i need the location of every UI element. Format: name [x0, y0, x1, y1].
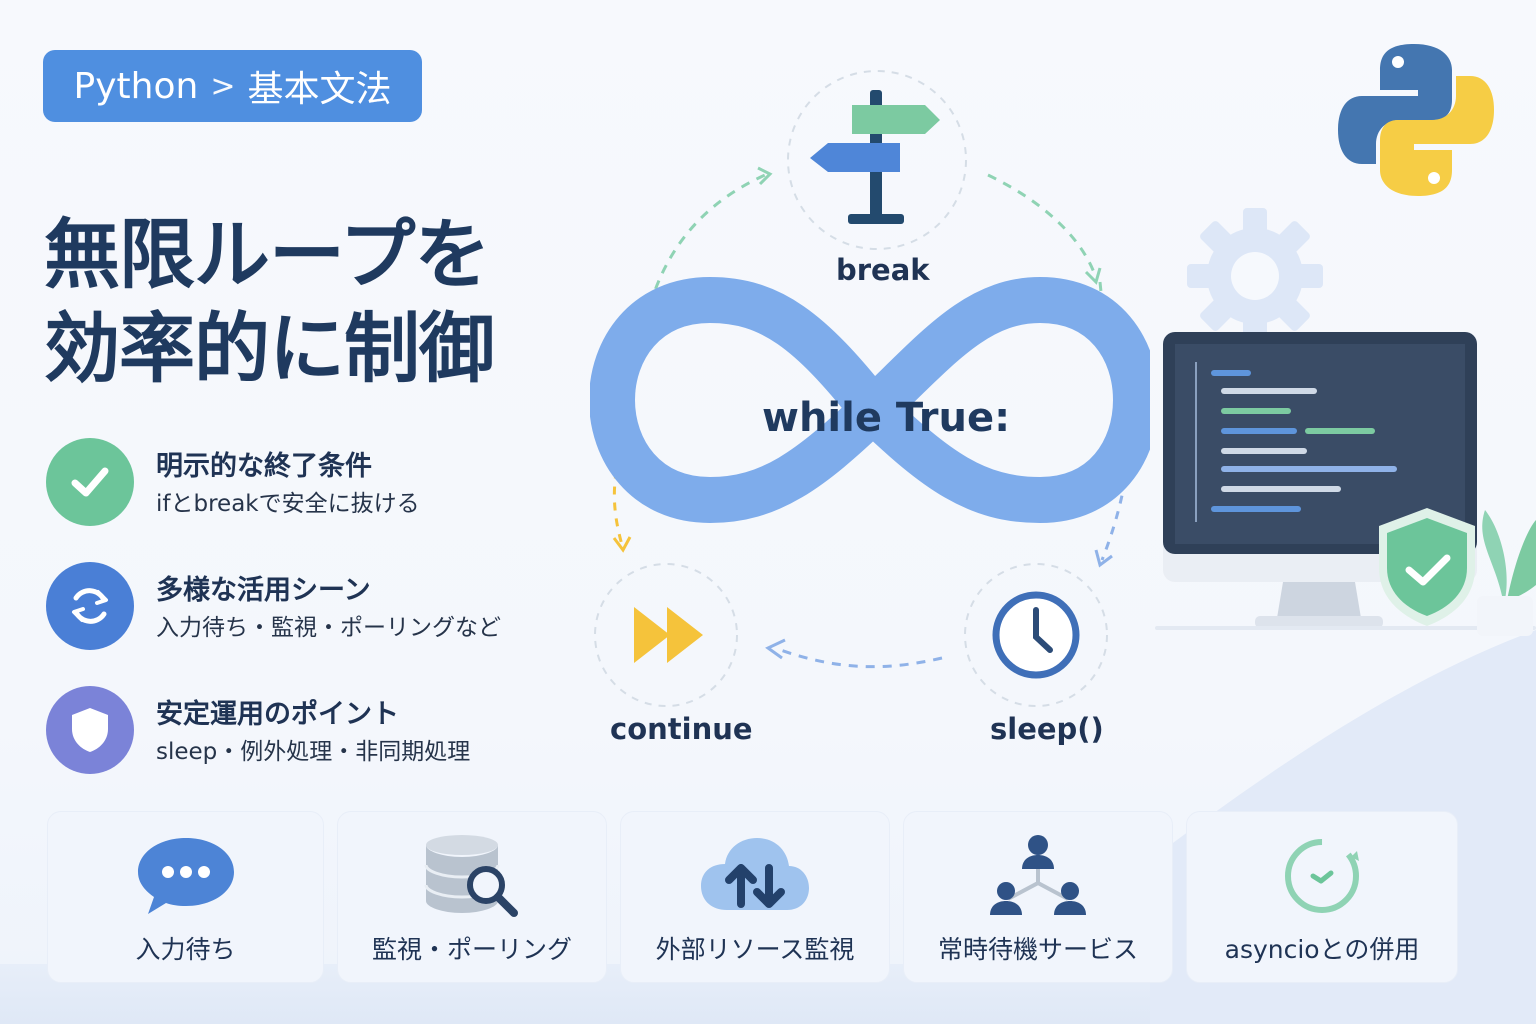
refresh-icon — [46, 562, 134, 650]
shield-icon — [46, 686, 134, 774]
python-logo-icon — [1338, 44, 1494, 196]
cloud-sync-icon — [621, 830, 889, 922]
card-label: 監視・ポーリング — [371, 935, 572, 964]
usecase-card-external-resource[interactable]: 外部リソース監視 — [620, 811, 890, 983]
fast-forward-icon — [634, 607, 703, 663]
loop-diagram — [590, 70, 1150, 707]
card-label: 外部リソース監視 — [655, 935, 855, 964]
feature-title: 多様な活用シーン — [156, 575, 371, 606]
feature-exit-condition: 明示的な終了条件 ifとbreakで安全に抜ける — [46, 438, 566, 528]
breadcrumb-separator: > — [210, 68, 236, 104]
feature-use-cases: 多様な活用シーン 入力待ち・監視・ポーリングなど — [46, 562, 566, 652]
feature-subtitle: sleep・例外処理・非同期処理 — [156, 739, 471, 765]
check-icon — [46, 438, 134, 526]
usecase-card-asyncio[interactable]: asyncioとの併用 — [1186, 811, 1458, 983]
usecase-card-monitoring-polling[interactable]: 監視・ポーリング — [337, 811, 607, 983]
feature-stable-operation: 安定運用のポイント sleep・例外処理・非同期処理 — [46, 686, 566, 776]
breadcrumb[interactable]: Python > 基本文法 — [43, 50, 422, 122]
sleep-label: sleep() — [990, 712, 1104, 746]
breadcrumb-python[interactable]: Python — [73, 65, 199, 107]
feature-subtitle: 入力待ち・監視・ポーリングなど — [156, 615, 501, 641]
continue-label: continue — [610, 712, 753, 746]
monitor-icon — [1155, 332, 1536, 636]
clock-icon — [992, 591, 1080, 679]
async-clock-icon — [1187, 830, 1457, 922]
page-title-line1: 無限ループを — [44, 210, 490, 299]
card-label: 常時待機サービス — [937, 935, 1138, 964]
usecase-card-input-wait[interactable]: 入力待ち — [47, 811, 324, 983]
page-title: 無限ループを 効率的に制御 — [44, 208, 495, 396]
usecase-card-daemon-service[interactable]: 常時待機サービス — [903, 811, 1173, 983]
card-label: 入力待ち — [135, 935, 236, 964]
feature-subtitle: ifとbreakで安全に抜ける — [156, 491, 420, 517]
feature-title: 明示的な終了条件 — [156, 451, 372, 482]
network-users-icon — [904, 830, 1172, 922]
signpost-icon — [810, 90, 940, 224]
card-label: asyncioとの併用 — [1224, 935, 1420, 964]
database-search-icon — [338, 830, 606, 922]
page-title-line2: 効率的に制御 — [44, 304, 495, 393]
feature-title: 安定運用のポイント — [156, 699, 399, 730]
while-true-label: while True: — [762, 395, 1011, 441]
breadcrumb-basic-syntax[interactable]: 基本文法 — [247, 69, 392, 110]
gear-icon — [1187, 208, 1323, 344]
chat-bubble-icon — [48, 830, 323, 922]
break-label: break — [836, 253, 930, 287]
